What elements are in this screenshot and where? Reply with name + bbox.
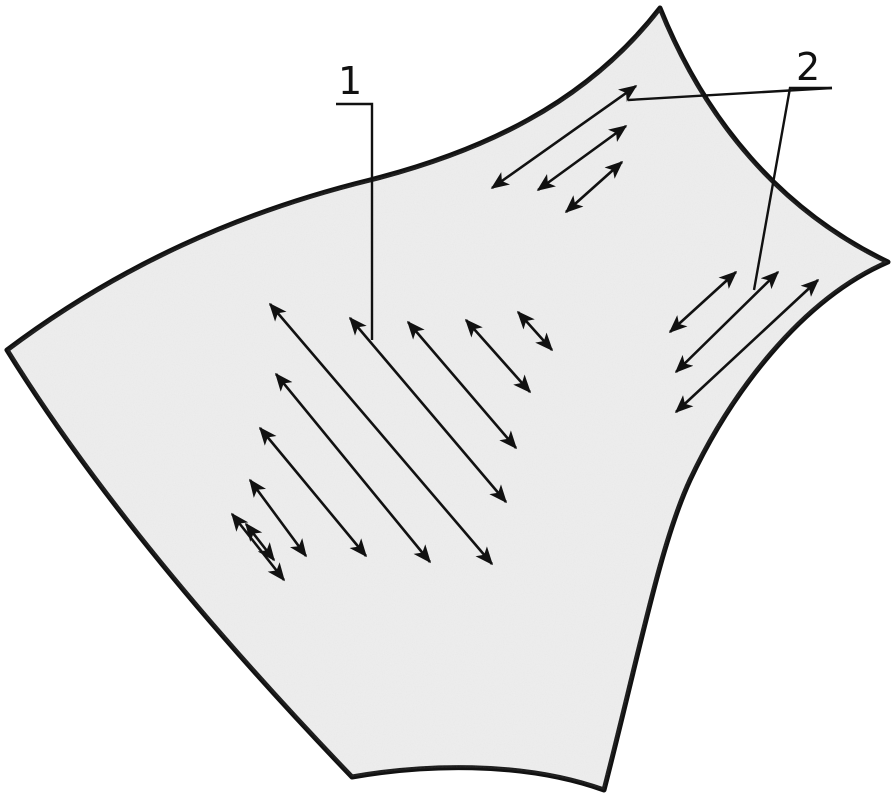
double-arrow: [407, 320, 517, 450]
arrow-group-1: [230, 302, 554, 582]
label-1: 1: [338, 59, 362, 103]
double-arrow: [564, 160, 624, 214]
label-2: 2: [796, 45, 820, 89]
double-arrow: [674, 278, 820, 414]
double-arrow: [536, 124, 628, 192]
double-arrow: [258, 426, 368, 558]
leader-line-1: [336, 102, 374, 340]
leader-line-2-top: [627, 86, 833, 102]
leader-line-2-down: [752, 86, 832, 291]
sheet-texture: [7, 8, 888, 790]
leader-lines: [336, 86, 833, 340]
double-arrow: [516, 310, 554, 352]
double-arrow: [244, 522, 276, 562]
arrow-group-2-upper: [490, 84, 638, 214]
arrow-group-2-right: [668, 270, 820, 414]
double-arrow: [464, 318, 532, 394]
